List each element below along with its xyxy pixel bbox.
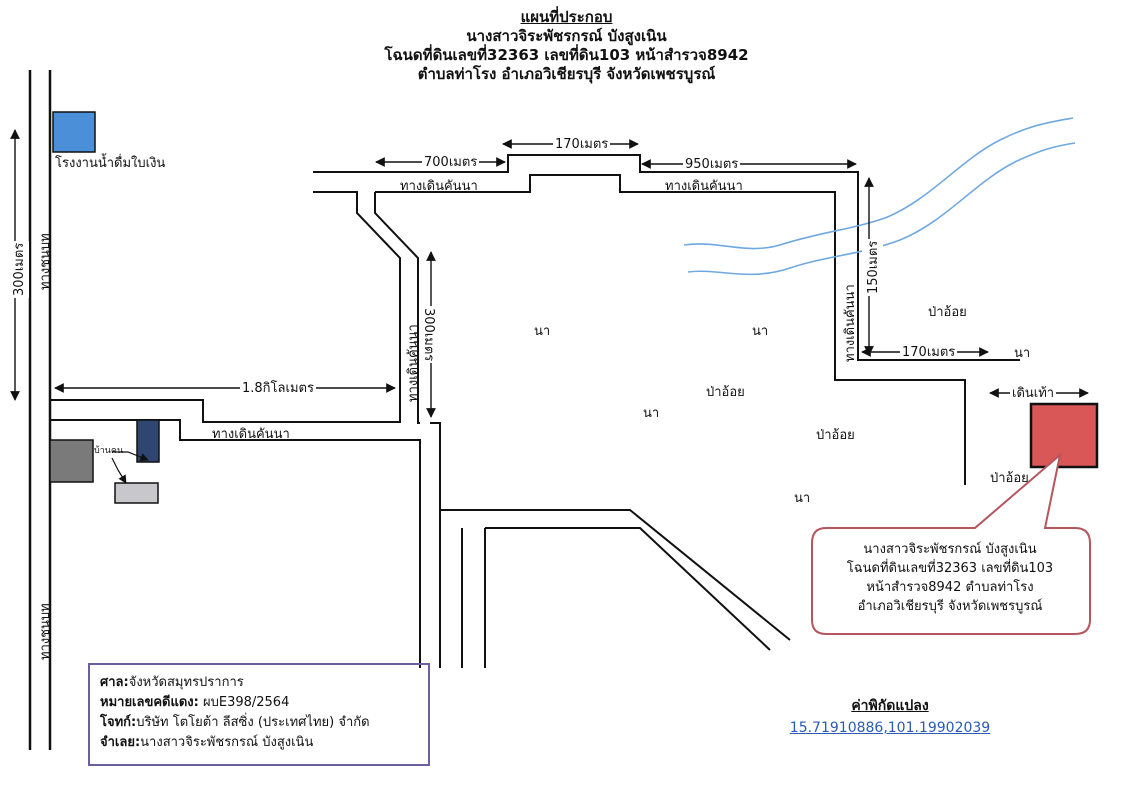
river [683,117,1076,276]
path-label-top-left: ทางเดินคันนา [400,179,478,194]
path-label-right-vertical: ทางเดินคันนา [843,284,858,362]
water-plant-building [52,111,96,153]
field-path-network [50,154,1020,668]
coordinates-link[interactable]: 15.71910886,101.19902039 [789,720,991,736]
field-label: นา [534,324,551,339]
deed-number: โฉนดที่ดินเลขที่32363 เลขที่ดิน103 หน้าส… [384,46,749,64]
case-plaintiff-label: โจทก์: [100,715,137,730]
case-court-label: ศาล: [100,675,129,690]
road-label-upper: ทางชนบท [38,233,53,290]
sugarcane-label: ป่าอ้อย [816,428,855,443]
callout-bubble [811,452,1091,635]
distance-left-vertical: 300เมตร [8,240,29,298]
road-label-lower: ทางชนบท [38,603,53,660]
case-defendant-row: จำเลย:นางสาวจิระพัชรกรณ์ บังสูงเนิน [100,733,418,753]
sugarcane-label: ป่าอ้อย [928,305,967,320]
field-label: นา [643,406,660,421]
case-court-row: ศาล:จังหวัดสมุทรปราการ [100,673,418,693]
field-label: นา [752,324,769,339]
dimension-arrows [10,129,1089,418]
map-title-block: แผนที่ประกอบ นางสาวจิระพัชรกรณ์ บังสูงเน… [0,8,1133,84]
path-label-top-right: ทางเดินคันนา [665,179,743,194]
callout-line: นางสาวจิระพัชรกรณ์ บังสูงเนิน [863,542,1037,557]
case-number-value: ผบE398/2564 [198,695,290,710]
field-label: นา [794,491,811,506]
case-number-label: หมายเลขคดีแดง: [100,695,199,710]
case-plaintiff-value: บริษัท โตโยต้า ลีสซิ่ง (ประเทศไทย) จำกัด [136,715,370,730]
location-line: ตำบลท่าโรง อำเภอวิเชียรบุรี จังหวัดเพชรบ… [417,65,716,83]
callout-line: หน้าสำรวจ8942 ตำบลท่าโรง [866,580,1034,595]
case-court-value: จังหวัดสมุทรปราการ [128,675,244,690]
light-building [114,482,159,504]
walk-label: เดินเท้า [1010,386,1057,401]
path-label-lower-left: ทางเดินคันนา [212,427,290,442]
distance-right-horizontal: 170เมตร [900,345,958,360]
callout-text: นางสาวจิระพัชรกรณ์ บังสูงเนิน โฉนดที่ดิน… [815,540,1085,616]
gray-building [49,439,94,483]
field-label: นา [1014,346,1031,361]
coordinates-block: ค่าพิกัดแปลง 15.71910886,101.19902039 [770,695,1010,736]
sugarcane-label: ป่าอ้อย [706,385,745,400]
map-title: แผนที่ประกอบ [520,8,613,26]
case-plaintiff-row: โจทก์:บริษัท โตโยต้า ลีสซิ่ง (ประเทศไทย)… [100,713,418,733]
distance-top-left: 700เมตร [422,155,480,170]
coordinates-heading: ค่าพิกัดแปลง [851,698,929,714]
house-pointer-arrows [111,451,149,484]
callout-line: โฉนดที่ดินเลขที่32363 เลขที่ดิน103 [846,561,1054,576]
distance-middle-vertical: 300เมตร [419,306,440,364]
case-defendant-label: จำเลย: [100,735,141,750]
owner-name: นางสาวจิระพัชรกรณ์ บังสูงเนิน [466,27,667,45]
water-plant-label: โรงงานน้ำดื่มใบเงิน [55,156,166,171]
distance-top-right: 950เมตร [683,157,741,172]
main-road [28,70,52,750]
house-building [136,419,160,463]
case-info-box: ศาล:จังหวัดสมุทรปราการ หมายเลขคดีแดง: ผบ… [88,663,430,766]
case-defendant-value: นางสาวจิระพัชรกรณ์ บังสูงเนิน [140,735,314,750]
target-plot [1029,402,1099,469]
distance-top-middle: 170เมตร [553,137,611,152]
sugarcane-label: ป่าอ้อย [990,471,1029,486]
house-label: บ้านคน [94,446,124,456]
distance-road-span: 1.8กิโลเมตร [240,381,316,396]
distance-right-vertical: 150เมตร [862,238,883,296]
callout-line: อำเภอวิเชียรบุรี จังหวัดเพชรบูรณ์ [857,599,1043,614]
case-number-row: หมายเลขคดีแดง: ผบE398/2564 [100,693,418,713]
